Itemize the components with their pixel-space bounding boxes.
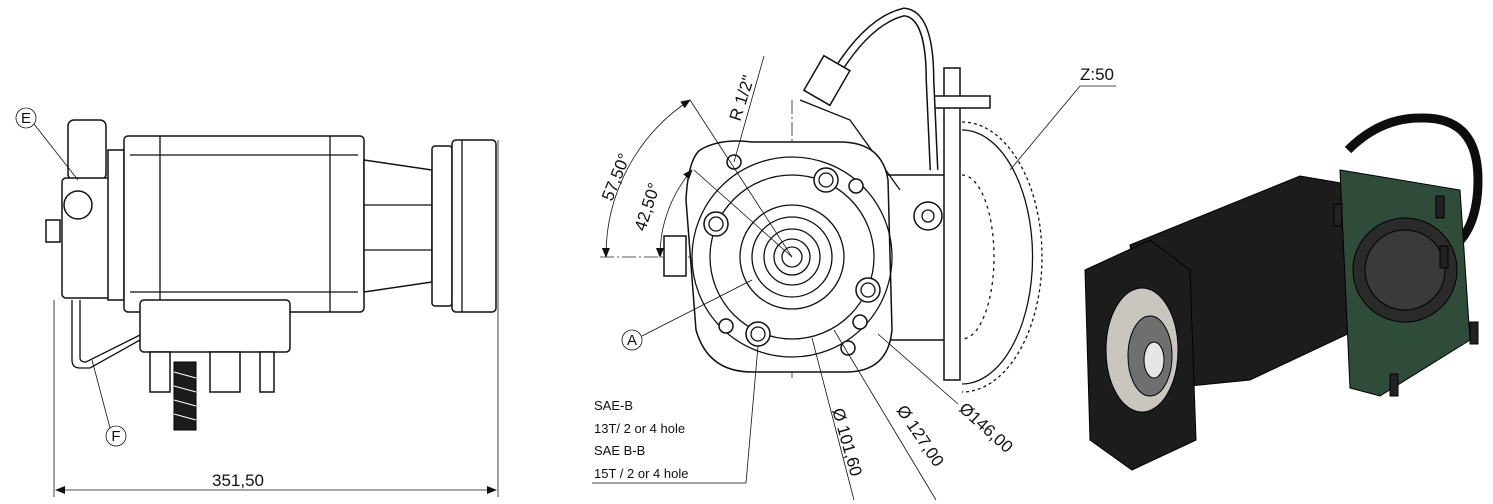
- gear-teeth-label: Z:50: [1080, 65, 1114, 84]
- callout-f-circle: [105, 425, 127, 447]
- gear: [961, 121, 1043, 393]
- callout-f: F: [111, 428, 120, 445]
- length-dimension: 351,50: [212, 471, 264, 490]
- note-13t: 13T/ 2 or 4 hole: [594, 421, 685, 436]
- callout-a: A: [627, 332, 637, 349]
- isometric-render: [1084, 113, 1483, 471]
- diameter-127: Ø 127,00: [893, 402, 948, 471]
- side-view: 351,50 E: [15, 107, 499, 497]
- callout-a-circle: [621, 329, 643, 351]
- radius-dimension: R 1/2": [726, 73, 758, 123]
- angle-outer-arc: [601, 99, 691, 258]
- diameter-146: Ø146,00: [955, 399, 1016, 457]
- callout-e-circle: [15, 107, 37, 129]
- angle-inner-arc: [655, 169, 693, 258]
- diameter-101: Ø 101,60: [828, 406, 866, 478]
- angle-outer: 57,50°: [598, 151, 634, 204]
- angle-inner: 42,50°: [631, 180, 664, 233]
- front-view: 57,50° 42,50° R 1/2" Z:50 A Ø 101,60 Ø 1…: [592, 7, 1116, 501]
- callout-e: E: [21, 110, 31, 127]
- note-sae-bb: SAE B-B: [594, 443, 645, 458]
- note-sae-b: SAE-B: [594, 398, 633, 413]
- note-15t: 15T / 2 or 4 hole: [594, 466, 688, 481]
